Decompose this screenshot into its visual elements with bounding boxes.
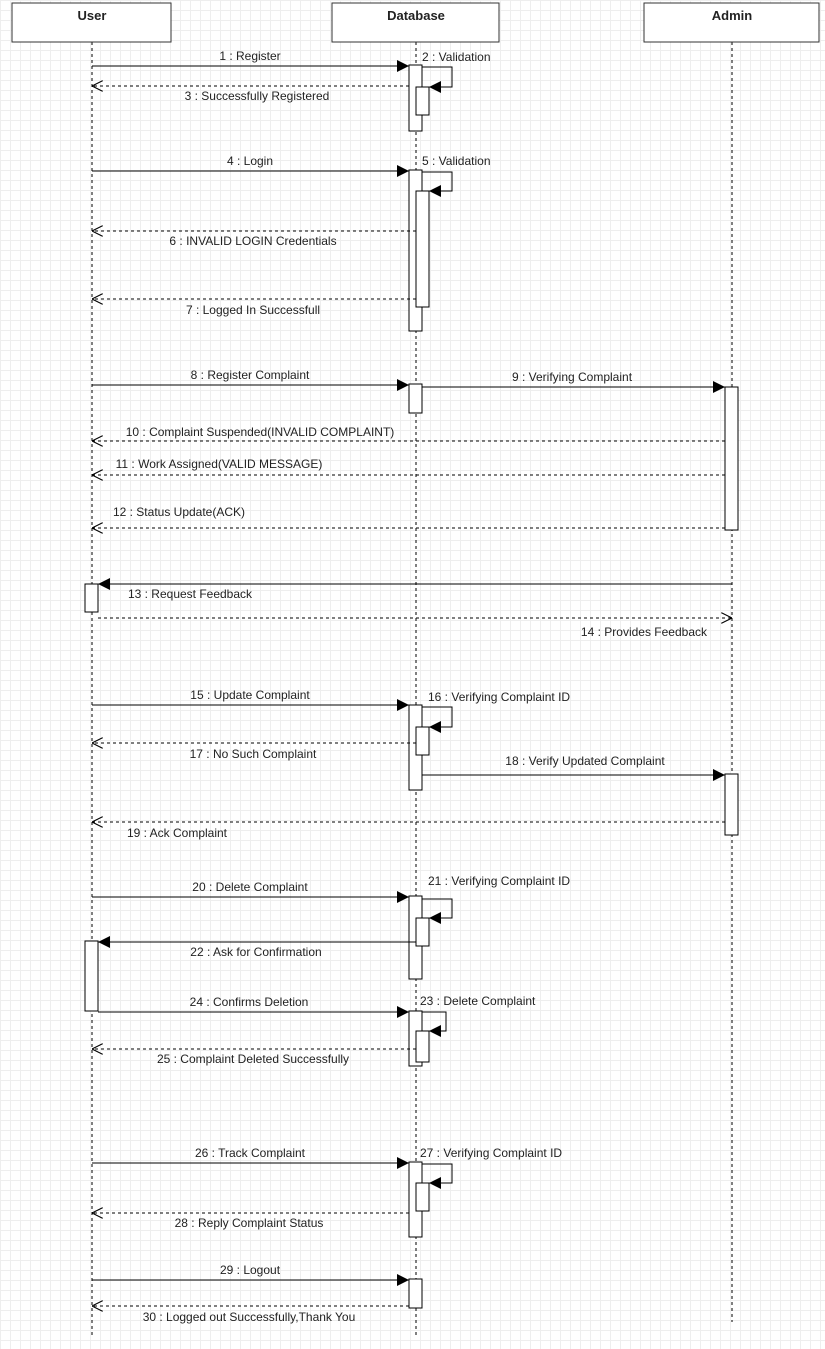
message-label: 11 : Work Assigned(VALID MESSAGE) — [116, 457, 323, 471]
activation-bar — [724, 773, 739, 836]
message-label: 12 : Status Update(ACK) — [113, 505, 245, 519]
message-arrow — [422, 706, 453, 733]
actor-label-database: Database — [387, 8, 445, 23]
message-27: 27 : Verifying Complaint ID — [420, 1146, 562, 1189]
message-12: 12 : Status Update(ACK) — [92, 505, 725, 528]
message-30: 30 : Logged out Successfully,Thank You — [92, 1306, 409, 1324]
message-14: 14 : Provides Feedback — [98, 618, 732, 639]
message-label: 9 : Verifying Complaint — [512, 370, 633, 384]
message-6: 6 : INVALID LOGIN Credentials — [92, 231, 416, 248]
message-7: 7 : Logged In Successfull — [92, 299, 416, 317]
message-5: 5 : Validation — [422, 154, 491, 197]
message-20: 20 : Delete Complaint — [92, 880, 409, 903]
message-18: 18 : Verify Updated Complaint — [422, 754, 725, 781]
message-label: 17 : No Such Complaint — [190, 747, 317, 761]
message-label: 27 : Verifying Complaint ID — [420, 1146, 562, 1160]
activation-bar — [724, 386, 739, 531]
message-3: 3 : Successfully Registered — [92, 86, 409, 103]
message-label: 23 : Delete Complaint — [420, 994, 536, 1008]
message-1: 1 : Register — [92, 49, 409, 72]
message-label: 4 : Login — [227, 154, 273, 168]
message-label: 10 : Complaint Suspended(INVALID COMPLAI… — [126, 425, 395, 439]
message-label: 24 : Confirms Deletion — [190, 995, 309, 1009]
message-2: 2 : Validation — [422, 50, 491, 93]
message-22: 22 : Ask for Confirmation — [98, 936, 416, 959]
message-arrow — [422, 171, 453, 197]
actor-box-user — [11, 2, 172, 43]
message-label: 19 : Ack Complaint — [127, 826, 228, 840]
actor-label-admin: Admin — [712, 8, 753, 23]
message-28: 28 : Reply Complaint Status — [92, 1213, 409, 1230]
message-label: 14 : Provides Feedback — [581, 625, 708, 639]
message-16: 16 : Verifying Complaint ID — [422, 690, 570, 733]
message-4: 4 : Login — [92, 154, 409, 177]
activation-bar — [415, 1182, 430, 1212]
message-label: 6 : INVALID LOGIN Credentials — [169, 234, 336, 248]
message-11: 11 : Work Assigned(VALID MESSAGE) — [92, 457, 725, 475]
message-arrow — [422, 1163, 453, 1189]
message-9: 9 : Verifying Complaint — [422, 370, 725, 393]
activation-bar — [415, 1030, 430, 1063]
activation-bar — [84, 583, 99, 613]
message-8: 8 : Register Complaint — [92, 368, 409, 391]
activation-bar — [408, 383, 423, 414]
message-label: 16 : Verifying Complaint ID — [428, 690, 570, 704]
actor-box-admin — [643, 2, 820, 43]
activation-bar — [415, 726, 430, 756]
message-label: 1 : Register — [219, 49, 280, 63]
activation-bar — [408, 1278, 423, 1309]
message-21: 21 : Verifying Complaint ID — [422, 874, 570, 924]
message-label: 2 : Validation — [422, 50, 491, 64]
message-label: 21 : Verifying Complaint ID — [428, 874, 570, 888]
message-23: 23 : Delete Complaint — [420, 994, 536, 1037]
message-26: 26 : Track Complaint — [92, 1146, 409, 1169]
message-arrow — [422, 898, 453, 924]
message-19: 19 : Ack Complaint — [92, 822, 725, 840]
message-label: 7 : Logged In Successfull — [186, 303, 320, 317]
activation-bar — [415, 917, 430, 947]
message-label: 25 : Complaint Deleted Successfully — [157, 1052, 349, 1066]
actor-label-user: User — [78, 8, 107, 23]
message-label: 30 : Logged out Successfully,Thank You — [143, 1310, 356, 1324]
activation-bar — [415, 86, 430, 116]
activation-bar — [415, 190, 430, 308]
message-label: 8 : Register Complaint — [191, 368, 310, 382]
message-label: 3 : Successfully Registered — [185, 89, 330, 103]
actor-box-database — [331, 2, 500, 43]
message-label: 13 : Request Feedback — [128, 587, 253, 601]
message-29: 29 : Logout — [92, 1263, 409, 1286]
message-label: 15 : Update Complaint — [190, 688, 310, 702]
message-label: 20 : Delete Complaint — [192, 880, 308, 894]
message-25: 25 : Complaint Deleted Successfully — [92, 1049, 416, 1066]
message-15: 15 : Update Complaint — [92, 688, 409, 711]
activation-bar — [84, 940, 99, 1012]
message-label: 29 : Logout — [220, 1263, 281, 1277]
message-label: 22 : Ask for Confirmation — [190, 945, 321, 959]
message-label: 5 : Validation — [422, 154, 491, 168]
message-24: 24 : Confirms Deletion — [98, 995, 409, 1018]
message-10: 10 : Complaint Suspended(INVALID COMPLAI… — [92, 425, 725, 441]
message-arrow — [422, 1011, 447, 1037]
message-label: 18 : Verify Updated Complaint — [505, 754, 665, 768]
message-arrow — [422, 66, 453, 93]
message-13: 13 : Request Feedback — [98, 578, 732, 601]
message-17: 17 : No Such Complaint — [92, 743, 416, 761]
message-label: 26 : Track Complaint — [195, 1146, 306, 1160]
message-label: 28 : Reply Complaint Status — [175, 1216, 324, 1230]
